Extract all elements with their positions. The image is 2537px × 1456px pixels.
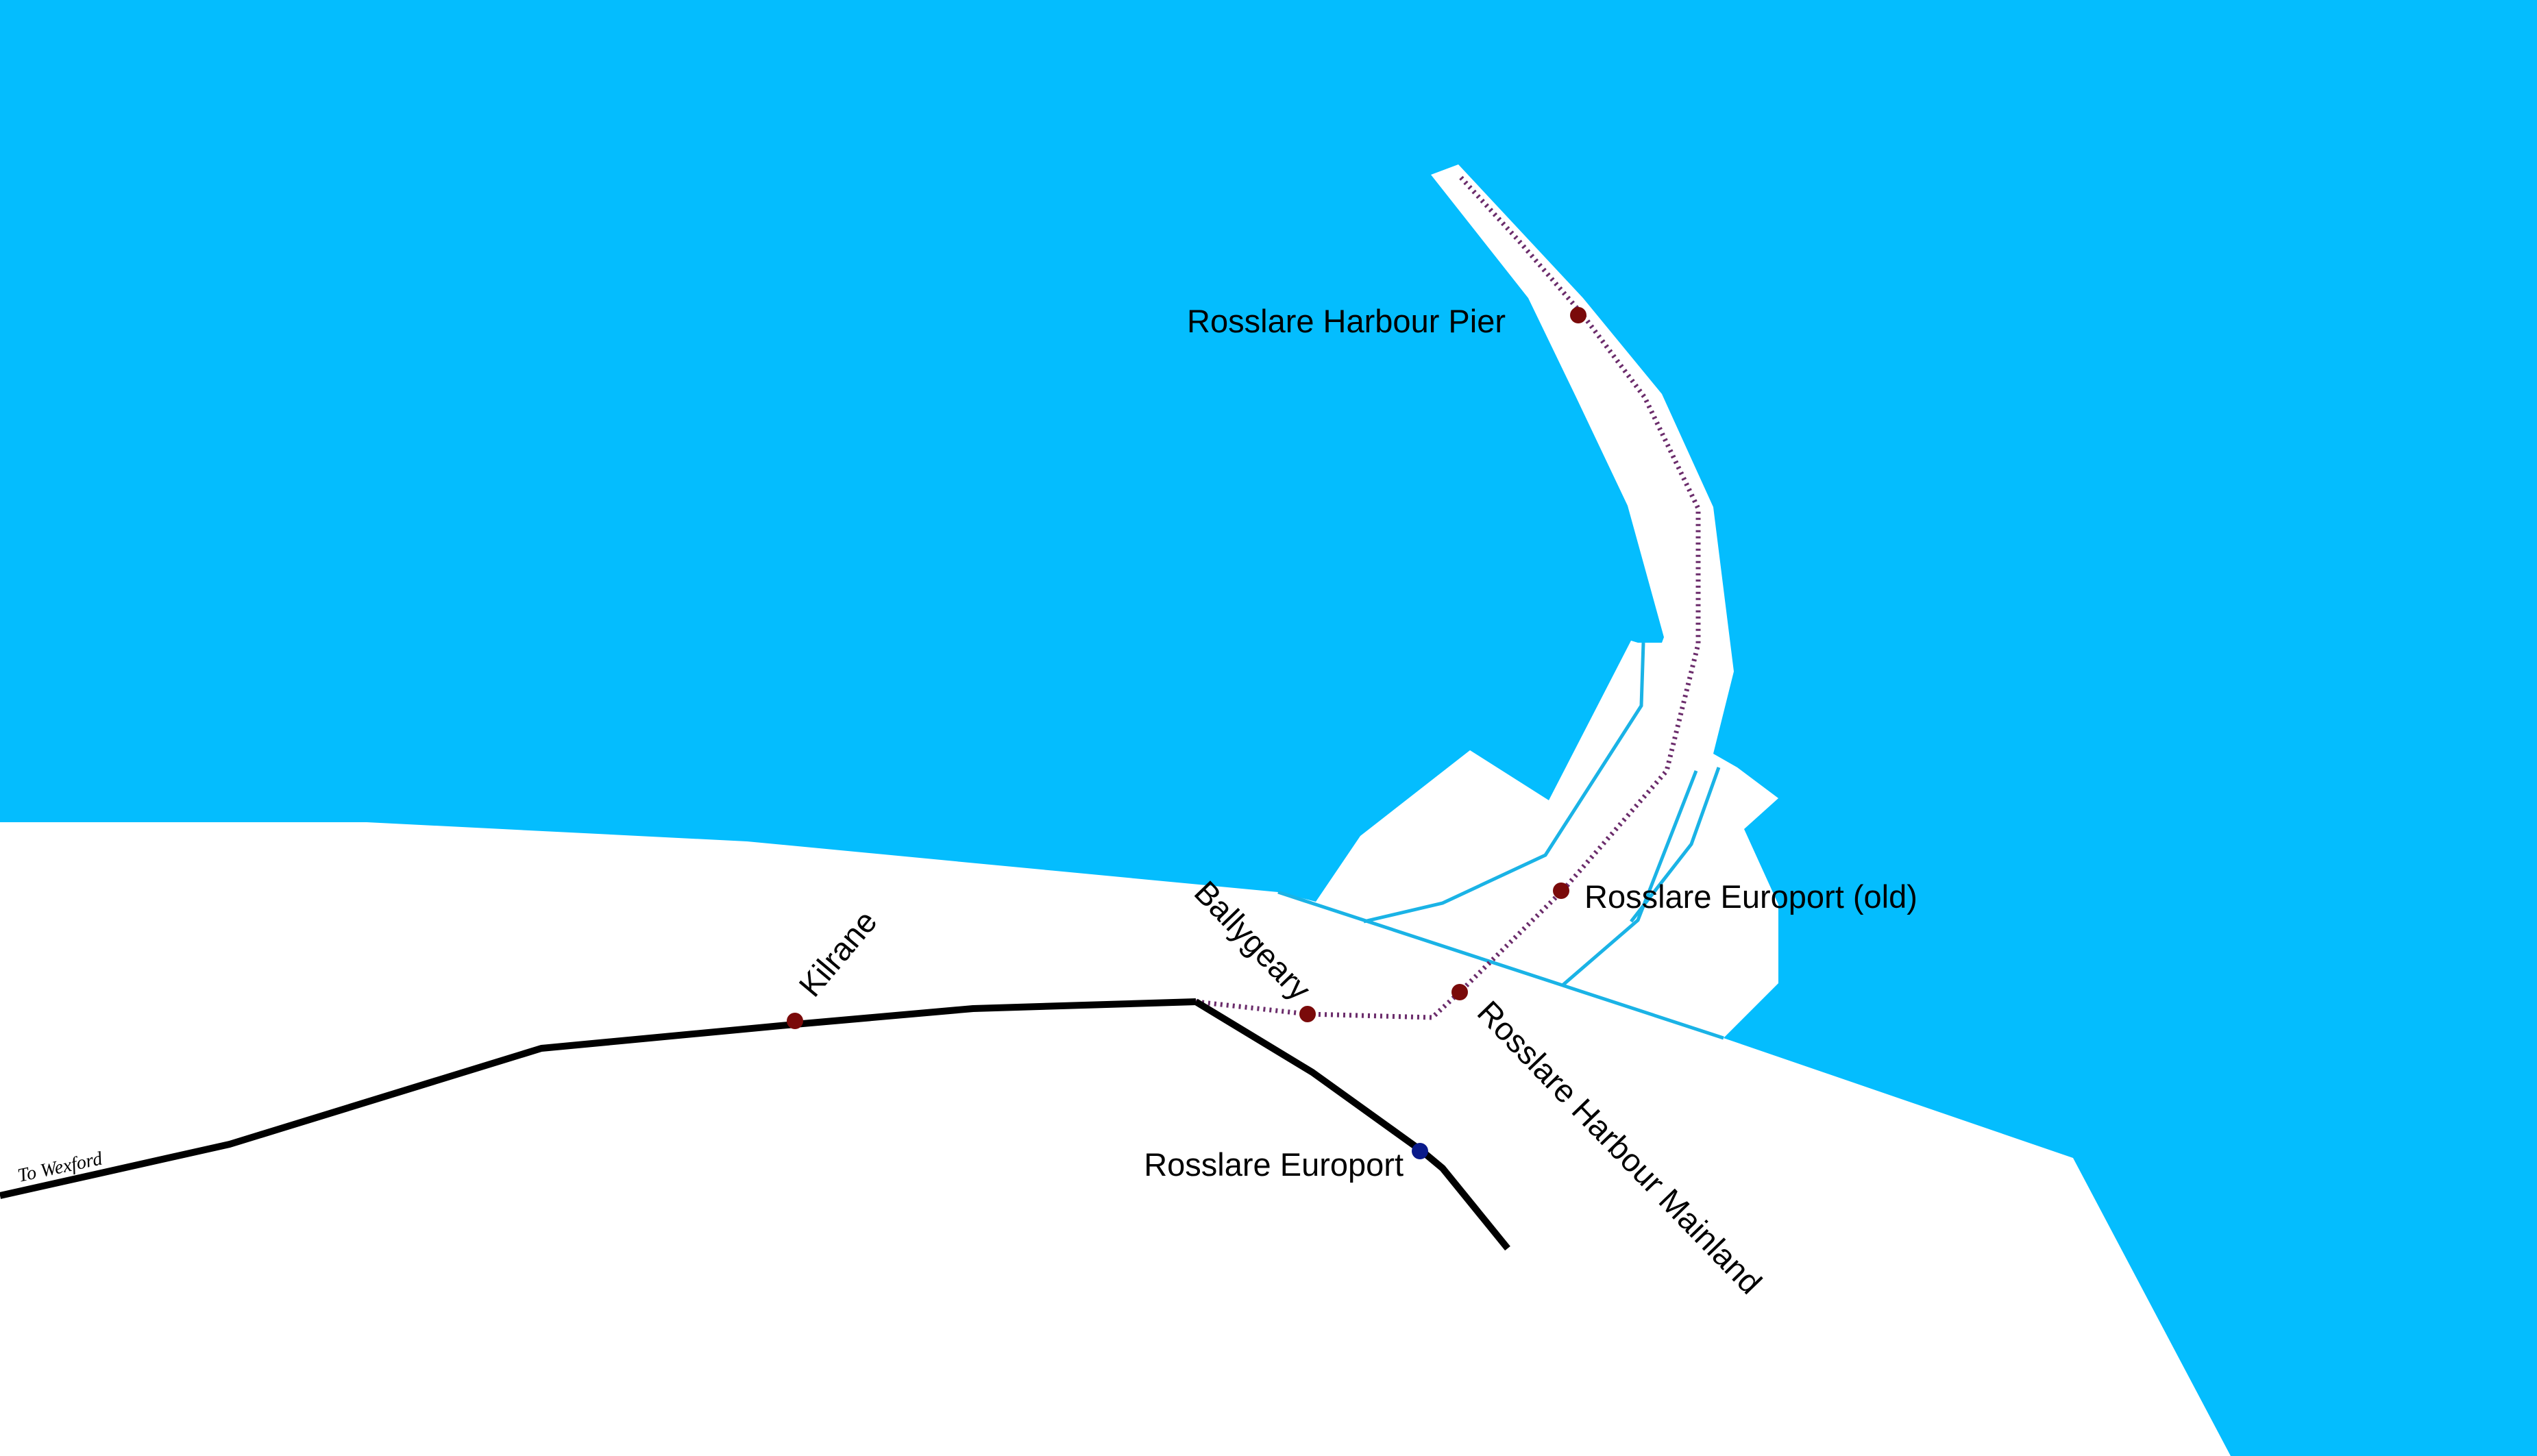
quay-line-inner-3	[1630, 767, 1721, 923]
label-rosslare-europort-old: Rosslare Europort (old)	[1584, 878, 1917, 915]
station-ballygeary-marker[interactable]	[1299, 1006, 1316, 1022]
quay-lines	[1277, 642, 1724, 1040]
main-line-to-wexford	[0, 998, 1197, 1199]
station-rosslare-europort-marker[interactable]	[1412, 1143, 1428, 1159]
stations	[787, 307, 1586, 1159]
station-kilrane-marker[interactable]	[787, 1013, 803, 1029]
quay-line-inner-2	[1561, 770, 1698, 987]
station-rosslare-europort-old-marker[interactable]	[1553, 883, 1569, 899]
station-rosslare-harbour-pier-marker[interactable]	[1570, 307, 1586, 323]
quay-line-inner-1	[1363, 642, 1645, 924]
disused-railway	[1195, 173, 1701, 1020]
disused-line-to-pier	[1195, 173, 1701, 1020]
station-rosslare-harbour-mainland-marker[interactable]	[1451, 984, 1468, 1000]
label-rosslare-europort: Rosslare Europort	[1144, 1146, 1404, 1183]
label-rosslare-harbour-pier: Rosslare Harbour Pier	[1187, 303, 1506, 339]
quay-line-main	[1277, 890, 1724, 1040]
